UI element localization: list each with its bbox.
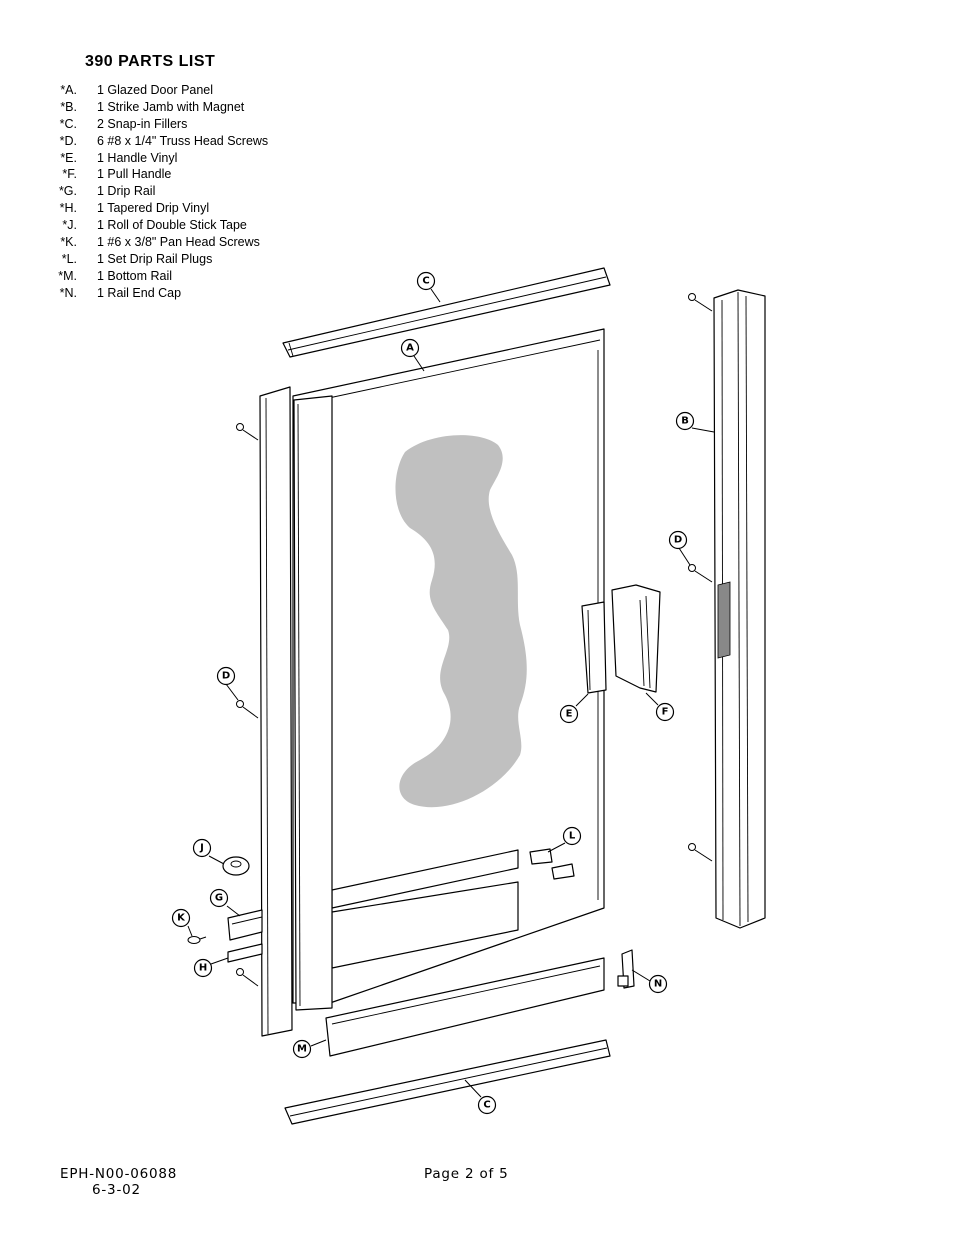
double-stick-tape — [222, 856, 250, 876]
callout-letter: C — [422, 276, 429, 287]
part-code: *D. — [59, 133, 77, 148]
list-item: *N. 1 Rail End Cap — [50, 285, 268, 302]
callout-letter: D — [222, 671, 230, 682]
obscure-glass-pattern — [395, 435, 527, 808]
part-description: 1 Pull Handle — [97, 167, 172, 182]
list-item: *K. 1 #6 x 3/8" Pan Head Screws — [50, 234, 268, 251]
part-description: 1 #6 x 3/8" Pan Head Screws — [97, 235, 260, 250]
part-code: *L. — [61, 251, 77, 266]
callout-c-bottom: C — [477, 1095, 497, 1115]
truss-head-screw — [688, 564, 713, 583]
callout-letter: B — [681, 416, 689, 427]
part-code: *M. — [58, 268, 77, 283]
truss-head-screw — [688, 843, 713, 862]
hinge-rail — [293, 395, 333, 1011]
callout-letter: N — [654, 979, 662, 990]
list-item: *J. 1 Roll of Double Stick Tape — [50, 217, 268, 234]
callout-letter: J — [199, 843, 204, 854]
callout-e: E — [559, 704, 579, 724]
part-code: *H. — [59, 201, 77, 216]
callout-letter: E — [566, 709, 573, 720]
list-item: *H. 1 Tapered Drip Vinyl — [50, 200, 268, 217]
tapered-drip-vinyl — [227, 943, 263, 963]
page-number: Page 2 of 5 — [424, 1166, 509, 1182]
part-description: 2 Snap-in Fillers — [97, 116, 188, 131]
list-item: *E. 1 Handle Vinyl — [50, 150, 268, 167]
wall-jamb — [259, 386, 293, 1037]
list-item: *L. 1 Set Drip Rail Plugs — [50, 251, 268, 268]
pull-handle — [611, 584, 661, 693]
truss-head-screw — [236, 968, 259, 987]
callout-letter: M — [297, 1044, 307, 1055]
callout-letter: H — [199, 963, 207, 974]
part-code: *F. — [62, 167, 77, 182]
callout-n: N — [648, 974, 668, 994]
list-item: *F. 1 Pull Handle — [50, 166, 268, 183]
callout-letter: G — [215, 893, 223, 904]
list-item: *D. 6 #8 x 1/4" Truss Head Screws — [50, 133, 269, 150]
list-item: *G. 1 Drip Rail — [50, 183, 268, 200]
callout-g: G — [209, 888, 229, 908]
callout-f: F — [655, 702, 675, 722]
drip-rail-plugs — [529, 848, 575, 880]
callout-letter: C — [483, 1100, 490, 1111]
callout-c-top: C — [416, 271, 436, 291]
callout-letter: F — [662, 707, 669, 718]
callout-b: B — [675, 411, 695, 431]
magnet-strip — [717, 581, 731, 659]
truss-head-screw — [688, 293, 713, 312]
handle-vinyl — [581, 601, 607, 694]
list-item: *M. 1 Bottom Rail — [50, 268, 268, 285]
part-code: *N. — [59, 285, 77, 300]
part-description: 1 Strike Jamb with Magnet — [97, 99, 245, 114]
truss-head-screw — [236, 423, 259, 441]
snap-in-filler-top — [282, 267, 611, 358]
part-code: *E. — [60, 150, 77, 165]
pan-head-screw — [187, 936, 207, 944]
bottom-rail — [325, 957, 605, 1057]
callout-j: J — [192, 838, 212, 858]
part-description: 1 Set Drip Rail Plugs — [97, 251, 213, 266]
truss-head-screw — [236, 700, 259, 719]
callout-k: K — [171, 908, 191, 928]
part-code: *B. — [60, 99, 77, 114]
page-title: 390 PARTS LIST — [85, 53, 216, 70]
callout-d-left: D — [216, 666, 236, 686]
snap-in-filler-bottom — [284, 1039, 611, 1125]
part-code: *K. — [60, 235, 77, 250]
part-description: 1 Handle Vinyl — [97, 150, 178, 165]
callout-letter: K — [177, 913, 186, 924]
part-code: *A. — [60, 83, 77, 97]
callout-m: M — [292, 1039, 312, 1059]
document-id: EPH-N00-06088 — [60, 1166, 178, 1182]
rail-end-cap — [617, 949, 635, 989]
part-description: 1 Tapered Drip Vinyl — [97, 201, 210, 216]
callout-d-right: D — [668, 530, 688, 550]
part-description: 6 #8 x 1/4" Truss Head Screws — [97, 133, 269, 148]
list-item: *C. 2 Snap-in Fillers — [50, 116, 268, 133]
part-description: 1 Rail End Cap — [97, 285, 182, 300]
part-description: 1 Roll of Double Stick Tape — [97, 218, 247, 233]
callout-l: L — [562, 826, 582, 846]
part-code: *C. — [59, 116, 77, 131]
part-code: *J. — [62, 218, 77, 233]
callout-h: H — [193, 958, 213, 978]
strike-jamb — [713, 289, 766, 929]
callout-letter: D — [674, 535, 682, 546]
parts-list: *A. 1 Glazed Door Panel *B. 1 Strike Jamb … — [50, 82, 268, 302]
glazed-door-panel — [292, 328, 605, 1004]
part-description: 1 Bottom Rail — [97, 268, 173, 283]
part-code: *G. — [58, 184, 77, 199]
callout-letter: L — [569, 831, 576, 842]
part-description: 1 Glazed Door Panel — [97, 83, 214, 97]
callout-a: A — [400, 338, 420, 358]
list-item: *B. 1 Strike Jamb with Magnet — [50, 99, 268, 116]
document-date: 6-3-02 — [92, 1182, 141, 1198]
callout-letter: A — [406, 343, 414, 354]
drip-rail — [227, 909, 263, 941]
list-item: *A. 1 Glazed Door Panel — [50, 82, 268, 99]
part-description: 1 Drip Rail — [97, 184, 156, 199]
